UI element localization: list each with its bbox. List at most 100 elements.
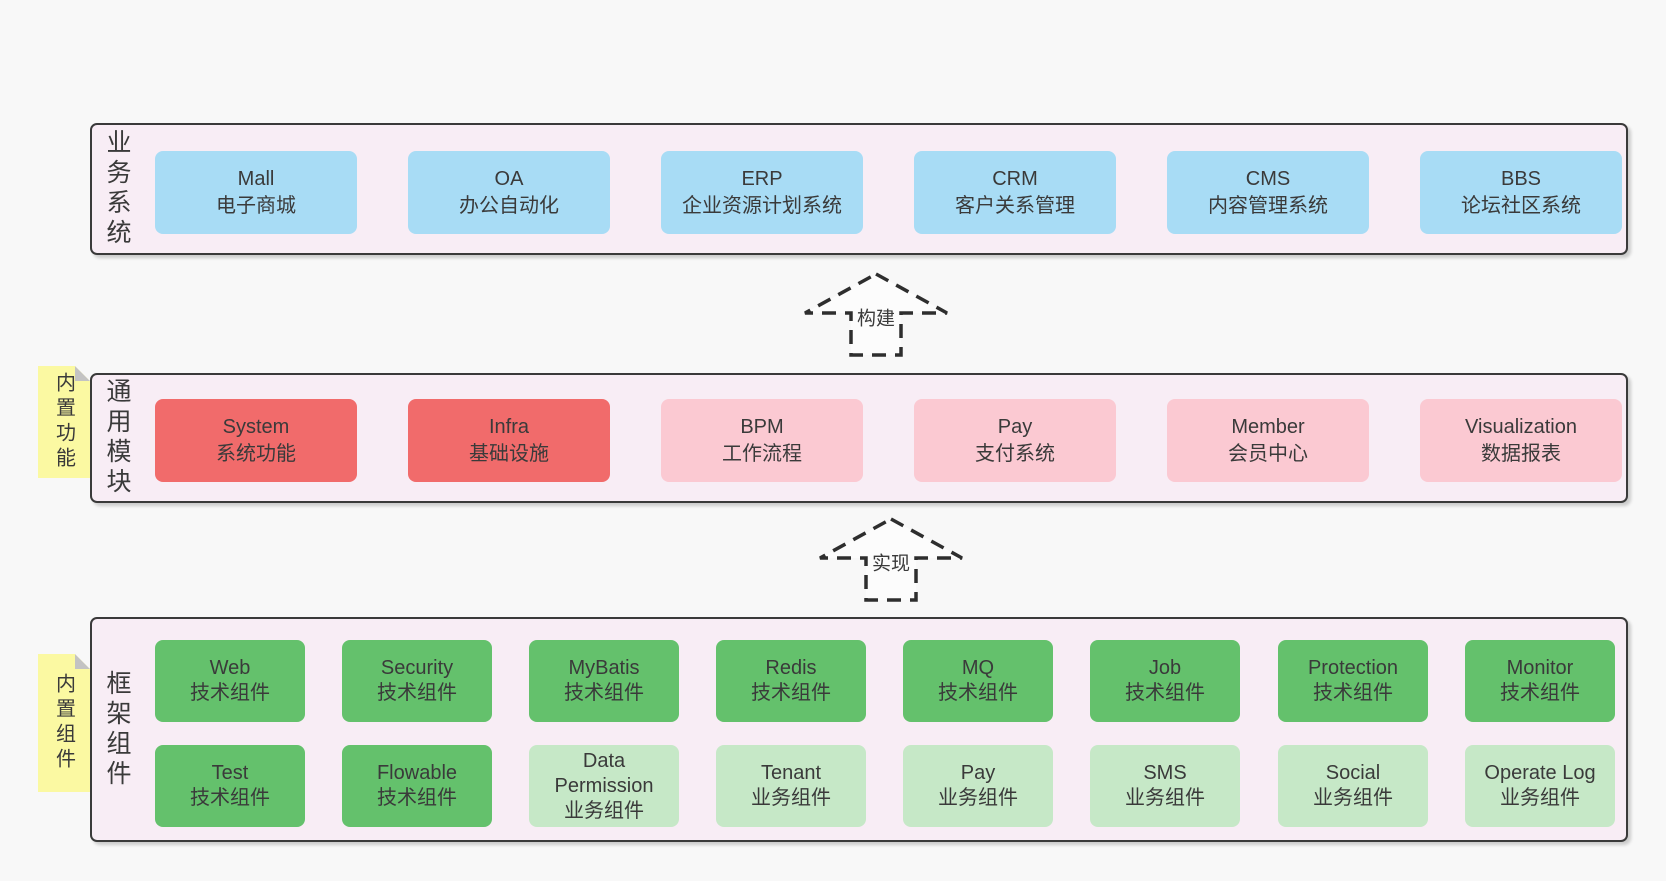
implement-arrow-label: 实现 xyxy=(868,547,914,577)
box-name: Infra xyxy=(488,415,530,438)
sticky-note-built-in-components: 内置组件 xyxy=(38,654,90,792)
box-flowable: Flowable 技术组件 xyxy=(342,745,492,827)
box-name: Member xyxy=(1231,415,1305,438)
box-name: System xyxy=(222,415,290,438)
box-desc: 支付系统 xyxy=(975,442,1055,465)
build-arrow: 构建 xyxy=(801,271,951,359)
box-desc: 技术组件 xyxy=(751,682,831,704)
box-name: BPM xyxy=(740,415,784,438)
box-desc: 技术组件 xyxy=(377,787,457,809)
box-desc: 技术组件 xyxy=(564,682,644,704)
box-desc: 技术组件 xyxy=(1500,682,1580,704)
band-common-modules: 通用模块 System 系统功能 Infra 基础设施 BPM 工作流程 Pay… xyxy=(90,373,1628,503)
box-name: Tenant xyxy=(760,762,822,784)
box-name: BBS xyxy=(1500,167,1542,190)
box-desc: 会员中心 xyxy=(1228,442,1308,465)
box-mq: MQ 技术组件 xyxy=(903,640,1053,722)
box-desc: 技术组件 xyxy=(377,682,457,704)
box-desc: 技术组件 xyxy=(1125,682,1205,704)
box-visualization: Visualization 数据报表 xyxy=(1420,399,1622,482)
box-desc: 企业资源计划系统 xyxy=(682,194,842,217)
box-desc: 业务组件 xyxy=(751,787,831,809)
box-job: Job 技术组件 xyxy=(1090,640,1240,722)
box-desc: 技术组件 xyxy=(938,682,1018,704)
box-crm: CRM 客户关系管理 xyxy=(914,151,1116,234)
box-erp: ERP 企业资源计划系统 xyxy=(661,151,863,234)
note-fold-corner xyxy=(75,366,90,381)
box-data-permission: Data Permission 业务组件 xyxy=(529,745,679,827)
box-name: OA xyxy=(494,167,524,190)
box-tenant: Tenant 业务组件 xyxy=(716,745,866,827)
box-desc: 系统功能 xyxy=(216,442,296,465)
box-desc: 基础设施 xyxy=(469,442,549,465)
box-web: Web 技术组件 xyxy=(155,640,305,722)
box-desc: 业务组件 xyxy=(1500,787,1580,809)
band-title-business-systems: 业务系统 xyxy=(103,129,131,249)
box-desc: 数据报表 xyxy=(1481,442,1561,465)
band-framework-components: 框架组件 Web 技术组件 Security 技术组件 MyBatis 技术组件… xyxy=(90,617,1628,842)
build-arrow-label: 构建 xyxy=(853,302,899,332)
box-infra: Infra 基础设施 xyxy=(408,399,610,482)
box-cms: CMS 内容管理系统 xyxy=(1167,151,1369,234)
box-desc: 技术组件 xyxy=(190,682,270,704)
implement-arrow: 实现 xyxy=(816,516,966,604)
box-desc: 内容管理系统 xyxy=(1208,194,1328,217)
box-name: Pay xyxy=(997,415,1033,438)
sticky-note-built-in-functions: 内置功能 xyxy=(38,366,90,478)
box-name: Flowable xyxy=(376,762,458,784)
box-desc: 业务组件 xyxy=(564,799,644,822)
note-fold-corner xyxy=(75,654,90,669)
box-security: Security 技术组件 xyxy=(342,640,492,722)
box-name: Pay xyxy=(960,762,996,784)
band-business-systems: 业务系统 Mall 电子商城 OA 办公自动化 ERP 企业资源计划系统 CRM… xyxy=(90,123,1628,255)
box-name: Job xyxy=(1148,657,1182,679)
box-name: CRM xyxy=(992,167,1038,190)
box-mybatis: MyBatis 技术组件 xyxy=(529,640,679,722)
box-name: Operate Log xyxy=(1484,762,1596,784)
box-desc: 电子商城 xyxy=(216,194,296,217)
band-title-common-modules: 通用模块 xyxy=(103,378,131,498)
box-desc: 论坛社区系统 xyxy=(1461,194,1581,217)
box-name: SMS xyxy=(1143,762,1187,784)
box-name: Mall xyxy=(237,167,275,190)
box-oa: OA 办公自动化 xyxy=(408,151,610,234)
box-desc: 业务组件 xyxy=(1313,787,1393,809)
box-test: Test 技术组件 xyxy=(155,745,305,827)
box-name: CMS xyxy=(1245,167,1291,190)
box-name: Data Permission xyxy=(554,749,654,797)
box-name: MyBatis xyxy=(568,657,640,679)
box-name: Security xyxy=(380,657,454,679)
box-pay-component: Pay 业务组件 xyxy=(903,745,1053,827)
band-title-framework-components: 框架组件 xyxy=(103,669,131,790)
box-operate-log: Operate Log 业务组件 xyxy=(1465,745,1615,827)
box-desc: 业务组件 xyxy=(938,787,1018,809)
box-name: Test xyxy=(211,762,249,784)
box-desc: 业务组件 xyxy=(1125,787,1205,809)
box-name: MQ xyxy=(961,657,995,679)
box-system: System 系统功能 xyxy=(155,399,357,482)
box-name: Visualization xyxy=(1465,415,1577,438)
box-desc: 技术组件 xyxy=(1313,682,1393,704)
box-pay-module: Pay 支付系统 xyxy=(914,399,1116,482)
box-monitor: Monitor 技术组件 xyxy=(1465,640,1615,722)
box-bbs: BBS 论坛社区系统 xyxy=(1420,151,1622,234)
box-desc: 工作流程 xyxy=(722,442,802,465)
box-sms: SMS 业务组件 xyxy=(1090,745,1240,827)
box-protection: Protection 技术组件 xyxy=(1278,640,1428,722)
box-bpm: BPM 工作流程 xyxy=(661,399,863,482)
box-name: Protection xyxy=(1307,657,1399,679)
box-social: Social 业务组件 xyxy=(1278,745,1428,827)
box-desc: 技术组件 xyxy=(190,787,270,809)
box-desc: 客户关系管理 xyxy=(955,194,1075,217)
box-redis: Redis 技术组件 xyxy=(716,640,866,722)
box-mall: Mall 电子商城 xyxy=(155,151,357,234)
box-name: Social xyxy=(1325,762,1381,784)
box-member: Member 会员中心 xyxy=(1167,399,1369,482)
note-label: 内置组件 xyxy=(52,673,75,773)
box-name: Redis xyxy=(765,657,817,679)
note-label: 内置功能 xyxy=(52,372,75,472)
box-desc: 办公自动化 xyxy=(459,194,559,217)
box-name: Monitor xyxy=(1506,657,1574,679)
box-name: ERP xyxy=(741,167,783,190)
